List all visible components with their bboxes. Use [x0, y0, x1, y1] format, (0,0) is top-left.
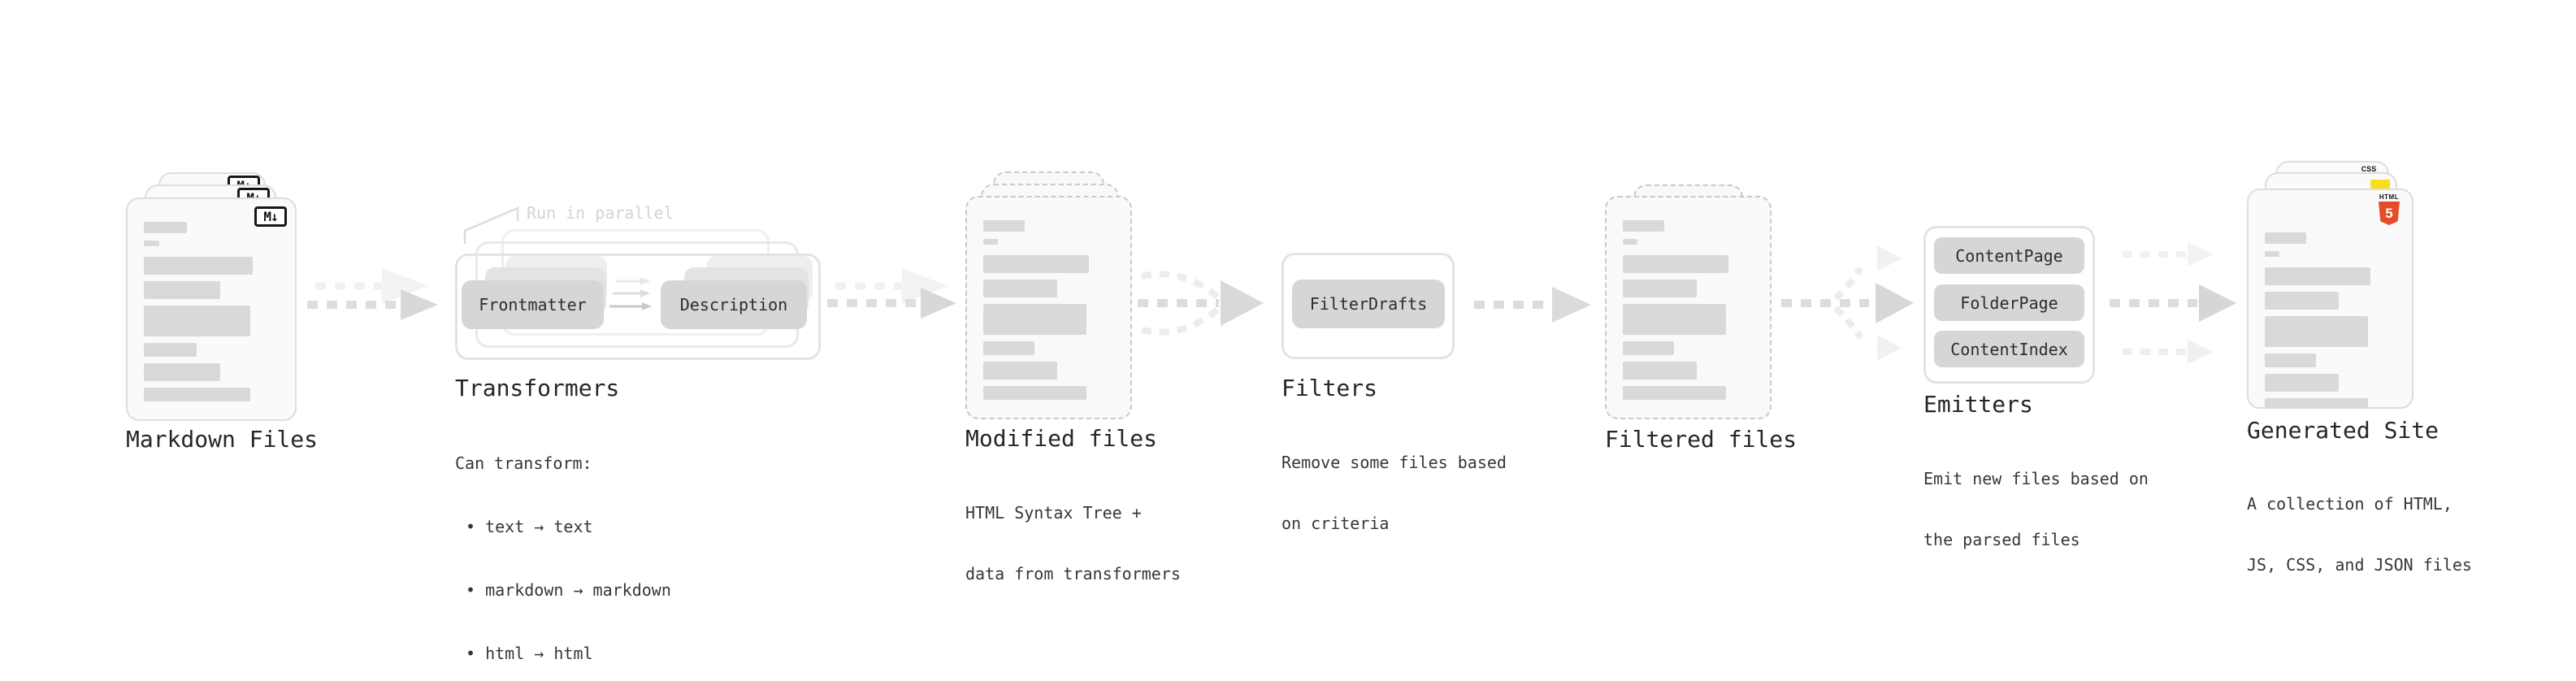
doc-line [2265, 316, 2369, 347]
bullet-html-to-html: • html → html [466, 644, 593, 663]
bullet-markdown-to-markdown: • markdown → markdown [466, 580, 671, 600]
doc-line [983, 239, 999, 245]
doc-content-placeholder [1623, 197, 1757, 418]
doc-line [983, 386, 1087, 400]
description-node: Description [661, 280, 807, 329]
filters-box [1281, 253, 1455, 359]
doc-line [144, 306, 250, 336]
doc-line [144, 257, 254, 275]
filterdrafts-node: FilterDrafts [1292, 280, 1445, 328]
markdown-files-title: Markdown Files [126, 426, 319, 453]
filters-description: Remove some files based on criteria [1281, 453, 1507, 533]
modified-file-card-front [965, 196, 1132, 419]
doc-content-placeholder [983, 197, 1117, 418]
doc-line [1623, 386, 1727, 400]
markdown-icon: M↓ [254, 206, 287, 227]
emitters-description: Emit new files based on the parsed files [1923, 469, 2149, 549]
can-transform-heading: Can transform: [455, 453, 592, 473]
doc-line [144, 222, 187, 233]
doc-line [2265, 354, 2316, 367]
doc-line [983, 304, 1087, 335]
js-file-icon [2370, 180, 2390, 191]
doc-line [983, 362, 1057, 380]
modified-files-title: Modified files [965, 425, 1158, 452]
doc-line [1623, 239, 1638, 245]
generated-site-title: Generated Site [2247, 417, 2439, 444]
doc-line [144, 241, 159, 246]
transformers-box-front [455, 254, 821, 360]
doc-line [1623, 304, 1727, 335]
doc-line [2265, 374, 2339, 392]
html5-icon: HTML 5 [2377, 193, 2401, 226]
emitters-title: Emitters [1923, 391, 2033, 418]
filtered-file-card-front [1605, 196, 1772, 419]
doc-line [2265, 267, 2371, 285]
doc-line [144, 388, 250, 401]
doc-line [983, 280, 1057, 297]
doc-line [1623, 280, 1697, 297]
transformers-description: Can transform: • text → text • markdown … [455, 410, 671, 681]
doc-line [1623, 362, 1697, 380]
arrow-transformers-to-modified [827, 268, 956, 319]
doc-line [983, 341, 1034, 355]
frontmatter-node: Frontmatter [462, 280, 604, 329]
parallel-flow-arrows-icon [609, 277, 652, 310]
doc-line [983, 220, 1026, 232]
modified-files-description: HTML Syntax Tree + data from transformer… [965, 503, 1181, 583]
doc-line [144, 363, 220, 381]
run-in-parallel-annotation: Run in parallel [527, 203, 674, 223]
generated-html-card-front: HTML 5 [2247, 189, 2413, 409]
filtered-files-title: Filtered files [1605, 426, 1798, 453]
doc-line [144, 281, 220, 299]
annotation-callout-line [463, 206, 519, 244]
bullet-text-to-text: • text → text [466, 517, 593, 536]
doc-line [983, 255, 1090, 273]
arrow-emitters-to-generated [2110, 242, 2236, 364]
generated-site-description: A collection of HTML, JS, CSS, and JSON … [2247, 494, 2472, 575]
contentpage-node: ContentPage [1934, 237, 2084, 274]
doc-content-placeholder [144, 199, 282, 419]
contentindex-node: ContentIndex [1934, 331, 2084, 367]
doc-line [2265, 398, 2369, 407]
doc-content-placeholder [2265, 210, 2399, 407]
arrow-modified-to-filters [1138, 271, 1264, 336]
doc-line [1623, 220, 1665, 232]
arrow-markdown-to-transformers [307, 268, 438, 320]
doc-line [2265, 251, 2280, 257]
arrow-filtered-to-emitters [1781, 245, 1914, 361]
markdown-file-card-front: M↓ [126, 197, 297, 421]
transformers-title: Transformers [455, 375, 620, 401]
filters-title: Filters [1281, 375, 1378, 401]
doc-line [1623, 341, 1674, 355]
emitters-box [1923, 226, 2095, 384]
doc-line [2265, 232, 2307, 244]
doc-line [144, 343, 197, 357]
doc-line [2265, 292, 2339, 310]
doc-line [1623, 255, 1729, 273]
arrow-filters-to-filtered [1474, 287, 1591, 323]
folderpage-node: FolderPage [1934, 284, 2084, 321]
